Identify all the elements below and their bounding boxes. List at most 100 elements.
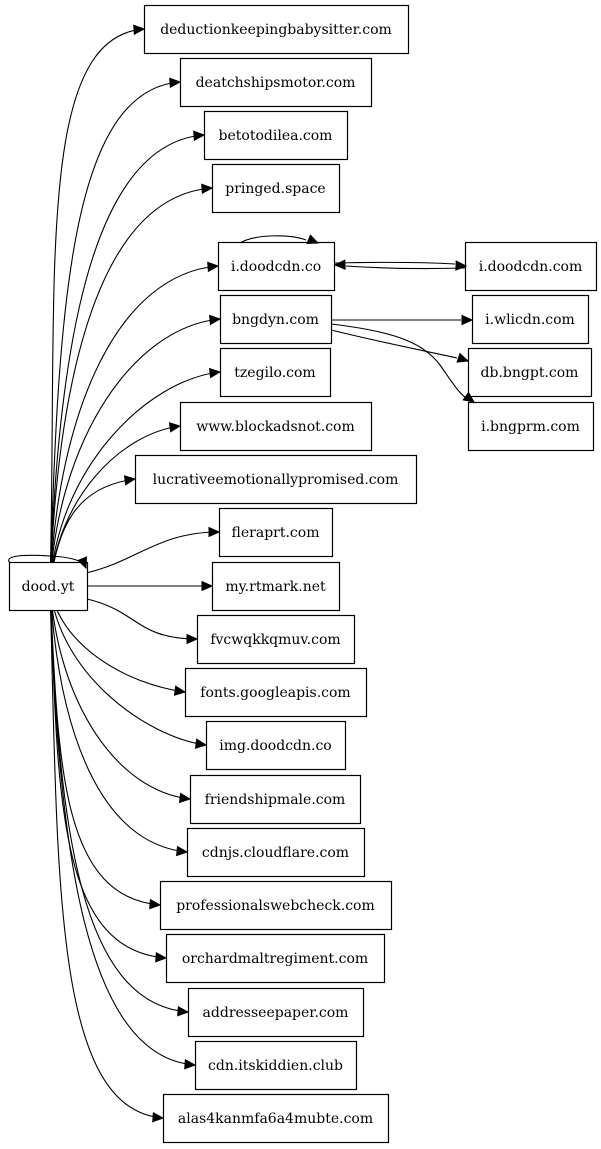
- node-friendshipmale-com: friendshipmale.com: [189, 774, 362, 825]
- arrowhead-i-doodcdn-co-self-loop: [306, 234, 320, 244]
- node-box: [179, 57, 373, 108]
- node-www-blockadsnot-com: www.blockadsnot.com: [179, 401, 373, 452]
- node-label: professionalswebcheck.com: [176, 898, 375, 914]
- edge-i-doodcdn-com-to-i-doodcdn-co: [345, 265, 466, 270]
- node-label: fonts.googleapis.com: [200, 685, 350, 701]
- node-cdn-itskiddien-club: cdn.itskiddien.club: [194, 1040, 358, 1091]
- node-box: [194, 1040, 358, 1091]
- node-box: [464, 241, 598, 292]
- arrowhead-i-bngprm-com: [462, 391, 475, 403]
- edge-dood-yt-to-www-blockadsnot-com: [49, 425, 181, 587]
- graph-arrowheads: [77, 24, 475, 1123]
- node-professionalswebcheck-com: professionalswebcheck.com: [159, 880, 393, 931]
- node-box: [134, 454, 418, 505]
- node-box: [218, 507, 334, 558]
- arrowhead-lucrativeemotionallypromised-com: [123, 475, 137, 486]
- arrowhead-i-doodcdn-com: [455, 260, 468, 271]
- arrowhead-i-doodcdn-co: [207, 261, 220, 273]
- arrowhead-cdnjs-cloudflare-com: [176, 845, 189, 857]
- node-cdnjs-cloudflare-com: cdnjs.cloudflare.com: [186, 827, 366, 878]
- node-box: [217, 241, 336, 292]
- node-deductionkeepingbabysitter-com: deductionkeepingbabysitter.com: [143, 4, 410, 55]
- arrowhead-fvcwqkkqmuv-com: [186, 633, 199, 645]
- edge-dood-yt-to-i-doodcdn-co: [49, 265, 219, 587]
- node-label: i.doodcdn.com: [479, 259, 583, 275]
- arrowhead-fonts-googleapis-com: [173, 685, 187, 696]
- node-betotodilea-com: betotodilea.com: [203, 110, 349, 161]
- node-i-wlicdn-com: i.wlicdn.com: [471, 294, 590, 345]
- edge-i-doodcdn-co-self-loop: [239, 235, 307, 244]
- node-box: [211, 163, 341, 214]
- edge-dood-yt-to-deductionkeepingbabysitter-com: [49, 28, 145, 587]
- node-label: fvcwqkkqmuv.com: [210, 632, 340, 648]
- node-box: [471, 294, 590, 345]
- node-label: img.doodcdn.co: [219, 738, 332, 754]
- edge-dood-yt-to-img-doodcdn-co: [49, 585, 207, 746]
- node-my-rtmark-net: my.rtmark.net: [211, 561, 341, 612]
- arrowhead-i-wlicdn-com: [461, 314, 474, 326]
- graph-edges: [8, 28, 467, 1119]
- graph-nodes: dood.yt deductionkeepingbabysitter.com dea…: [8, 4, 598, 1144]
- node-box: [189, 774, 362, 825]
- node-box: [467, 401, 595, 452]
- node-label: deductionkeepingbabysitter.com: [160, 22, 392, 38]
- node-box: [143, 4, 410, 55]
- node-box: [219, 347, 332, 398]
- arrowhead-db-bngpt-com: [456, 352, 470, 363]
- node-box: [467, 347, 593, 398]
- node-box: [219, 294, 333, 345]
- edge-bngdyn-com-to-i-bngprm-com: [330, 323, 467, 399]
- node-box: [159, 880, 393, 931]
- edge-dood-yt-to-bngdyn-com: [49, 318, 221, 587]
- node-label: pringed.space: [225, 181, 325, 197]
- edge-dood-yt-to-alas4kanmfa6a4mubte-com: [49, 585, 164, 1119]
- edge-bngdyn-com-to-db-bngpt-com: [330, 329, 458, 359]
- node-fonts-googleapis-com: fonts.googleapis.com: [184, 667, 368, 718]
- node-box: [211, 561, 341, 612]
- edge-dood-yt-to-tzegilo-com: [49, 371, 221, 587]
- node-label: tzegilo.com: [234, 365, 315, 381]
- node-lucrativeemotionallypromised-com: lucrativeemotionallypromised.com: [134, 454, 418, 505]
- node-label: addresseepaper.com: [203, 1005, 349, 1021]
- arrowhead-alas4kanmfa6a4mubte-com: [152, 1111, 165, 1123]
- arrowhead-betotodilea-com: [193, 130, 206, 142]
- node-label: i.doodcdn.co: [231, 259, 321, 275]
- node-fvcwqkkqmuv-com: fvcwqkkqmuv.com: [196, 614, 356, 665]
- arrowhead-bngdyn-com: [209, 314, 222, 326]
- node-label: cdnjs.cloudflare.com: [202, 845, 349, 861]
- arrowhead-tzegilo-com: [208, 367, 222, 379]
- node-db-bngpt-com: db.bngpt.com: [467, 347, 593, 398]
- edge-dood-yt-to-cdnjs-cloudflare-com: [49, 585, 188, 853]
- node-box: [179, 401, 373, 452]
- node-i-doodcdn-com: i.doodcdn.com: [464, 241, 598, 292]
- node-i-doodcdn-co: i.doodcdn.co: [217, 241, 336, 292]
- node-pringed-space: pringed.space: [211, 163, 341, 214]
- node-label: www.blockadsnot.com: [196, 419, 355, 435]
- node-tzegilo-com: tzegilo.com: [219, 347, 332, 398]
- node-label: deatchshipsmotor.com: [196, 75, 356, 91]
- node-label: i.wlicdn.com: [485, 312, 575, 328]
- edge-dood-yt-to-betotodilea-com: [49, 134, 205, 587]
- node-label: db.bngpt.com: [481, 365, 579, 381]
- arrowhead-deatchshipsmotor-com: [169, 77, 182, 89]
- edge-dood-yt-to-fleraprt-com: [87, 531, 220, 574]
- node-label: fleraprt.com: [232, 525, 320, 541]
- node-box: [162, 1093, 390, 1144]
- edge-dood-yt-to-deatchshipsmotor-com: [49, 81, 181, 587]
- node-box: [187, 987, 365, 1038]
- node-label: friendshipmale.com: [205, 792, 346, 808]
- edge-dood-yt-to-orchardmaltregiment-com: [49, 585, 167, 959]
- arrowhead-img-doodcdn-co: [194, 738, 208, 749]
- node-label: dood.yt: [22, 579, 75, 595]
- arrowhead-dood-yt-self-loop: [77, 556, 87, 570]
- node-label: orchardmaltregiment.com: [182, 951, 368, 967]
- node-box: [165, 933, 386, 984]
- node-label: bngdyn.com: [232, 312, 319, 328]
- arrowhead-friendshipmale-com: [178, 792, 192, 804]
- node-box: [184, 667, 368, 718]
- node-box: [196, 614, 356, 665]
- node-alas4kanmfa6a4mubte-com: alas4kanmfa6a4mubte.com: [162, 1093, 390, 1144]
- node-box: [8, 561, 89, 612]
- node-label: my.rtmark.net: [225, 579, 326, 595]
